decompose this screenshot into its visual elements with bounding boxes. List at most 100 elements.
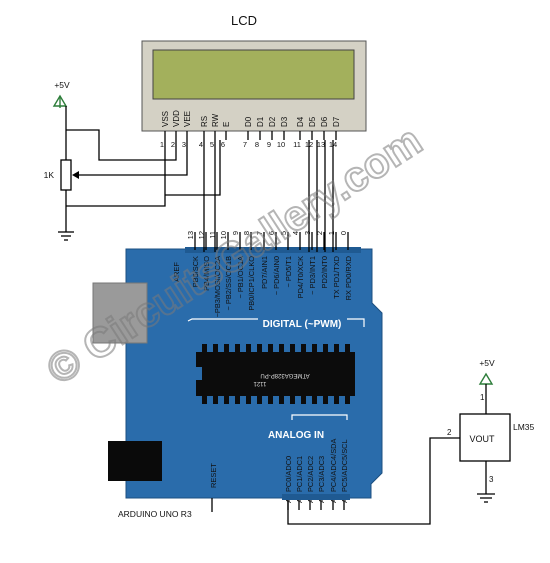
digital-pin-function: ~ PB2/SS/OC1B (224, 256, 233, 311)
lcd-pin-number: 2 (171, 140, 175, 149)
lcd-pin-name: D7 (332, 116, 341, 127)
lcd-pin-name: D1 (256, 116, 265, 127)
chip-pin (235, 396, 240, 404)
usb-connector (92, 282, 148, 344)
analog-pin-function: PC3/ADC3 (317, 456, 326, 492)
lcd-pin-number: 9 (267, 140, 271, 149)
digital-pin-number: 5 (279, 231, 288, 235)
chip-pin (290, 344, 295, 352)
chip-pin (345, 396, 350, 404)
digital-pin-number: 6 (267, 231, 276, 235)
digital-pin-number: 10 (219, 231, 228, 239)
digital-pin-function: PB4/MISO (202, 256, 211, 291)
lcd-pin-name: D5 (308, 116, 317, 127)
digital-label: DIGITAL (~PWM) (263, 319, 342, 330)
chip-pin (323, 344, 328, 352)
chip-pin (334, 344, 339, 352)
sensor-power-label: +5V (479, 358, 495, 368)
analog-pin-function: PC2/ADC2 (306, 456, 315, 492)
reset-label: RESET (209, 463, 218, 488)
lcd-pin-number: 1 (160, 140, 164, 149)
lcd-title: LCD (231, 13, 257, 28)
digital-pin-number: 7 (255, 231, 264, 235)
lcd-pin-number: 3 (182, 140, 186, 149)
analog-pin-function: PC4/ADC4/SDA (329, 439, 338, 492)
power-left-label: +5V (54, 80, 70, 90)
digital-pin-function: PB0/ICP1/CLKO (247, 256, 256, 311)
chip-pin (213, 396, 218, 404)
digital-pin-function: PD4/T0/XCK (296, 256, 305, 298)
chip-pin (334, 396, 339, 404)
chip-pin (246, 344, 251, 352)
sensor-pin1: 1 (480, 393, 485, 402)
chip-pin (279, 396, 284, 404)
chip-pins (202, 344, 350, 404)
digital-pin-function: PD2/INT0 (320, 256, 329, 288)
sensor-power-arrow (478, 372, 494, 385)
chip-pin (345, 344, 350, 352)
digital-pin-number: 9 (231, 231, 240, 235)
digital-pin-function: ~ PD6/AIN0 (272, 256, 281, 295)
digital-pin-number: 1 (327, 231, 336, 235)
chip-pin (301, 396, 306, 404)
chip-pin (202, 396, 207, 404)
lcd-screen (152, 49, 355, 100)
chip-pin (257, 344, 262, 352)
lcd-pin-number: 4 (199, 140, 203, 149)
microcontroller-chip (196, 352, 355, 396)
power-jack (108, 441, 162, 481)
lcd-pin-number: 6 (221, 140, 225, 149)
potentiometer (60, 159, 72, 191)
lcd-pin-name: E (222, 122, 231, 127)
potentiometer-label: 1K (44, 170, 55, 180)
chip-pin (213, 344, 218, 352)
lcd-pin-name: D2 (268, 116, 277, 127)
lcd-pin-name: D3 (280, 116, 289, 127)
sensor-pin-label: VOUT (469, 434, 495, 444)
chip-pin (312, 344, 317, 352)
chip-pin (268, 396, 273, 404)
digital-pin-function: TX PD1/TXD (332, 256, 341, 299)
lcd-pin-number: 10 (277, 140, 285, 149)
lcd-pin-name: D6 (320, 116, 329, 127)
lcd-pin-name: VEE (183, 111, 192, 127)
board-name: ARDUINO UNO R3 (118, 509, 192, 519)
chip-code: 1121 (253, 380, 267, 386)
digital-pin-function: ~ PD5/T1 (284, 256, 293, 287)
chip-pin (290, 396, 295, 404)
sensor-name: LM35 (513, 422, 535, 432)
chip-pin (279, 344, 284, 352)
digital-pin-number: 8 (242, 231, 251, 235)
wiper-arrow (72, 171, 79, 179)
lcd-pin-name: D4 (296, 116, 305, 127)
digital-pin-function: ~ PB1/OC1A (236, 256, 245, 299)
lcd-pin-name: D0 (244, 116, 253, 127)
analog-pin-function: PC5/ADC5/SCL (340, 439, 349, 492)
digital-pin-number: 12 (197, 231, 206, 239)
chip-name: ATMEGA328P-PU (260, 372, 309, 378)
sensor-pin3: 3 (489, 475, 494, 484)
digital-pin-number: 13 (186, 231, 195, 239)
digital-header (185, 247, 361, 253)
analog-pin-function: PC1/ADC1 (295, 456, 304, 492)
lcd-pin-name: VDD (172, 110, 181, 127)
lcd-pin-number: 5 (210, 140, 214, 149)
lcd-pin-number: 13 (317, 140, 325, 149)
sensor-pin2: 2 (447, 428, 452, 437)
aref-label: AREF (172, 262, 181, 282)
chip-pin (235, 344, 240, 352)
analog-label: ANALOG IN (268, 430, 324, 441)
lm35-body (459, 413, 511, 462)
chip-pin (257, 396, 262, 404)
chip-pin (202, 344, 207, 352)
digital-pin-number: 4 (291, 231, 300, 235)
digital-bracket (187, 318, 258, 322)
lcd-pin-number: 8 (255, 140, 259, 149)
analog-bracket (291, 414, 348, 420)
digital-pin-function: ~PB3/MOSI/OC2A (213, 256, 222, 317)
lcd-pin-name: VSS (161, 111, 170, 127)
digital-pin-number: 0 (339, 231, 348, 235)
chip-pin (268, 344, 273, 352)
